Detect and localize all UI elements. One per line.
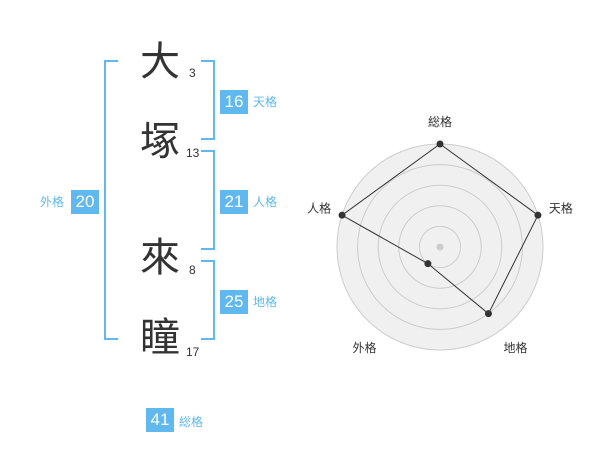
jinkaku-value: 21	[220, 190, 248, 214]
radar-axis-label-2: 天格	[549, 200, 573, 215]
gaikaku-label: 外格	[40, 195, 65, 209]
radar-point-2	[534, 211, 542, 219]
chikaku-value: 25	[220, 290, 248, 314]
name-char-1: 大	[140, 39, 180, 85]
radar-ring-3	[377, 184, 503, 310]
radar-axis-label-3: 地格	[503, 340, 527, 355]
stroke-count-1: 3	[189, 66, 196, 80]
radar-axis-label-4: 外格	[353, 340, 377, 355]
tenkaku-value: 16	[220, 90, 248, 114]
stroke-count-2: 13	[186, 146, 200, 160]
jinkaku-bracket	[201, 150, 215, 250]
jinkaku-label: 人格	[253, 195, 278, 209]
tenkaku-label: 天格	[253, 95, 278, 109]
gaikaku-value: 20	[71, 190, 99, 214]
stroke-count-3: 8	[189, 263, 196, 277]
name-char-3: 來	[140, 235, 180, 281]
name-char-2: 塚	[140, 119, 180, 165]
soukaku-value: 41	[146, 408, 174, 432]
soukaku-label: 総格	[179, 415, 204, 429]
radar-point-1	[436, 140, 444, 148]
radar-series-line	[341, 143, 539, 315]
radar-point-4	[424, 260, 432, 268]
chikaku-label: 地格	[253, 295, 278, 309]
radar-point-3	[484, 310, 492, 318]
radar-ring-1	[418, 225, 462, 269]
stroke-count-4: 17	[186, 345, 200, 359]
radar-axis-label-5: 人格	[307, 200, 331, 215]
radar-point-5	[338, 211, 346, 219]
tenkaku-bracket	[201, 60, 215, 140]
name-char-4: 瞳	[140, 315, 180, 361]
gaikaku-bracket	[104, 60, 118, 340]
chikaku-bracket	[201, 260, 215, 340]
radar-axis-label-1: 総格	[428, 114, 452, 129]
radar-center-dot	[436, 243, 444, 251]
